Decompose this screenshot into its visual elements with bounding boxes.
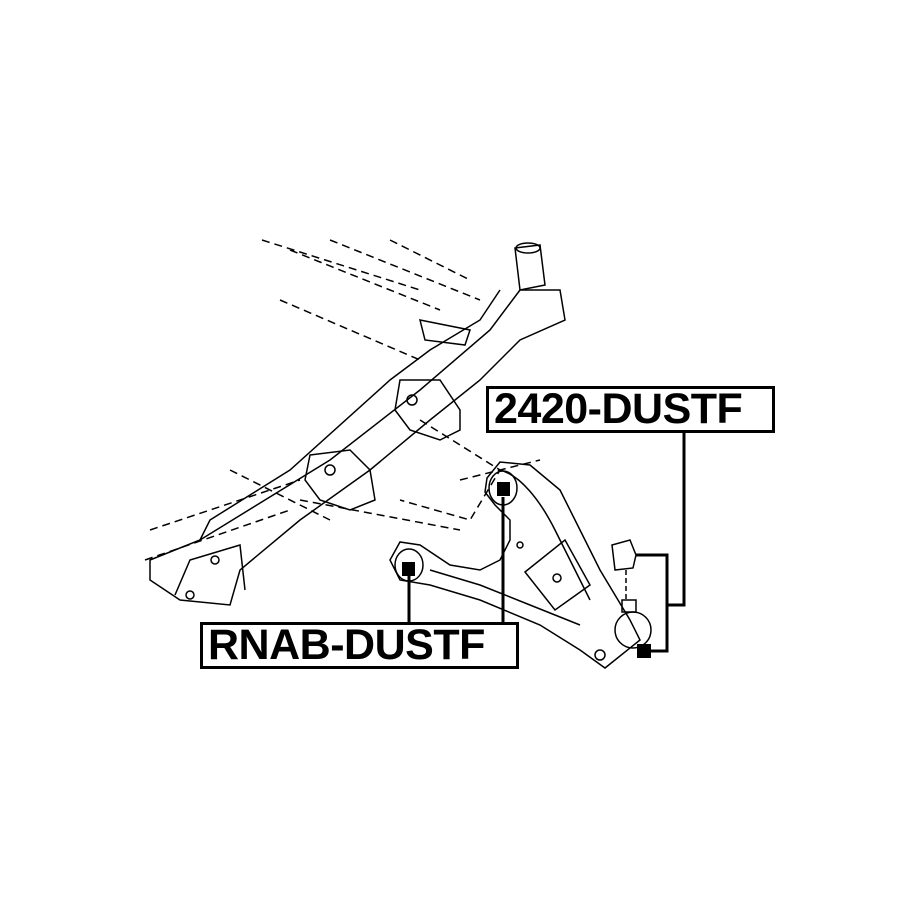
part-markers: [402, 482, 651, 658]
marker-inner-bushing: [497, 482, 510, 496]
marker-ball-joint: [637, 644, 651, 658]
subframe-drawing: [144, 239, 652, 669]
marker-rear-bushing: [402, 562, 415, 576]
arm-bushing-part-label: RNAB-DUSTF: [200, 622, 519, 669]
leader-lines: [407, 432, 686, 653]
ball-joint-part-label: 2420-DUSTF: [486, 386, 775, 433]
